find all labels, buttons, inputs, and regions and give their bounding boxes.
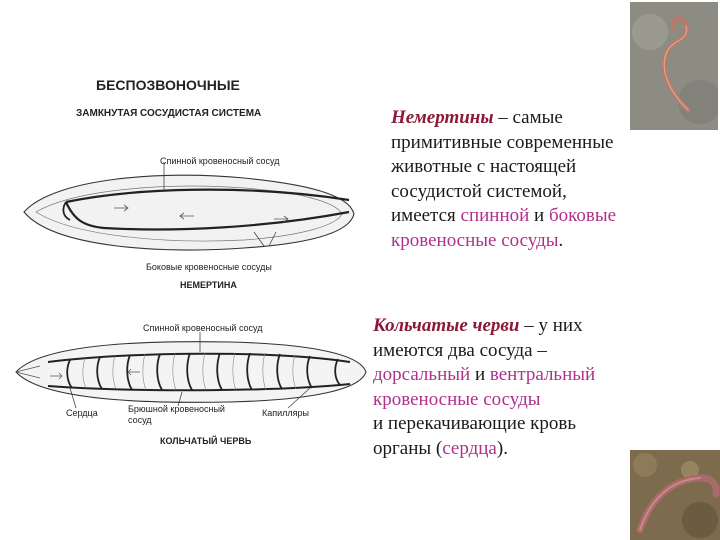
dorsal-vessel <box>65 188 350 204</box>
nemertine-text-line-6: кровеносные сосуды. <box>391 229 564 251</box>
nemertine-text: Немертины – самые примитивные современны… <box>391 106 691 253</box>
lateral-vessel <box>64 201 350 231</box>
nemertine-diagram <box>23 162 355 251</box>
diagram-subtitle: ЗАМКНУТАЯ СОСУДИСТАЯ СИСТЕМА <box>76 108 262 119</box>
dorsal-vessel <box>47 352 351 363</box>
dorsal-highlight: спинной <box>460 205 530 226</box>
annelid-text-line-1: Кольчатые черви – у них <box>373 315 583 336</box>
heart-rings <box>66 352 341 391</box>
annelid-text-line-2: имеются два сосуда – <box>373 339 547 361</box>
annelid-caption: КОЛЬЧАТЫЙ ЧЕРВЬ <box>160 436 252 446</box>
nemertine-term: Немертины <box>391 107 494 128</box>
nemertine-text-line-1: Немертины – самые <box>391 107 563 128</box>
lateral-highlight: боковые <box>548 205 617 226</box>
nemertine-text-line-3: животные с настоящей <box>391 156 577 177</box>
annelid-capillaries-label: Капилляры <box>262 408 309 418</box>
ventral-vessel <box>47 383 351 392</box>
dorsal-highlight-2: дорсальный <box>373 364 471 385</box>
nemertine-caption: НЕМЕРТИНА <box>180 280 237 290</box>
annelid-text-line-5: и перекачивающие кровь <box>373 413 576 434</box>
annelid-text-line-6: органы (сердца). <box>373 437 508 459</box>
nemertine-photo <box>630 2 718 130</box>
nemertine-lateral-label: Боковые кровеносные сосуды <box>146 262 272 272</box>
nemertine-text-line-5: имеется спинной и боковые <box>391 205 617 226</box>
annelid-term: Кольчатые черви <box>373 315 520 336</box>
annelid-ventral-label-2: сосуд <box>128 415 152 425</box>
ventral-highlight: вентральный <box>489 364 596 385</box>
annelid-photo <box>630 450 720 540</box>
nemertine-text-line-4: сосудистой системой, <box>391 180 567 202</box>
diagram-title: БЕСПОЗВОНОЧНЫЕ <box>96 77 240 93</box>
annelid-text-line-3: дорсальный и вентральный <box>373 364 596 385</box>
nemertine-dorsal-label: Спинной кровеносный сосуд <box>160 156 280 166</box>
annelid-ventral-label-1: Брюшной кровеносный <box>128 404 225 414</box>
annelid-heart-label: Сердца <box>66 408 98 418</box>
nemertine-text-line-2: примитивные современные <box>391 131 614 153</box>
nemertine-worm-image <box>630 2 718 130</box>
hearts-highlight: сердца <box>442 437 497 459</box>
annelid-text-line-4: кровеносные сосуды <box>373 388 541 410</box>
annelid-text: Кольчатые черви – у них имеются два сосу… <box>373 314 673 461</box>
annelid-diagram <box>15 332 367 409</box>
annelid-dorsal-label: Спинной кровеносный сосуд <box>143 323 263 333</box>
earthworm-image <box>630 450 720 540</box>
